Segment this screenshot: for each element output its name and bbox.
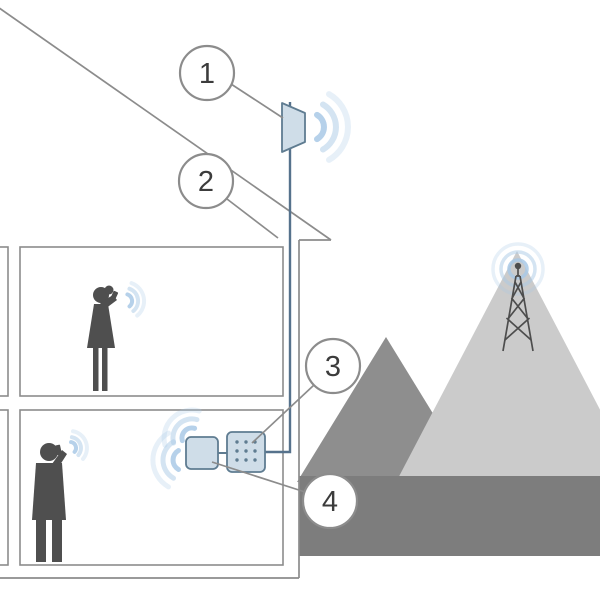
mountain-light xyxy=(394,251,600,486)
woman-leg xyxy=(102,347,108,391)
cell-tower xyxy=(491,242,545,352)
wave-arc xyxy=(314,111,327,143)
callout-1-number: 1 xyxy=(199,58,215,90)
tower-signal-wave xyxy=(507,258,529,280)
wave-arc xyxy=(170,448,181,472)
callout-2-leader xyxy=(226,198,279,239)
woman-phone xyxy=(110,290,119,301)
coax-cable xyxy=(265,102,292,454)
indoor-antenna-signal-left xyxy=(150,430,181,490)
callout-4-circle xyxy=(301,472,359,530)
booster-led-grid xyxy=(235,440,257,462)
man-phone-signal xyxy=(69,429,89,461)
house xyxy=(0,7,332,579)
booster-led xyxy=(244,440,248,444)
woman-dress xyxy=(87,304,115,348)
partial-room-upper xyxy=(0,246,9,397)
upper-room xyxy=(19,246,284,397)
callout-1-circle xyxy=(178,44,236,102)
woman-with-phone xyxy=(87,281,147,391)
booster-led xyxy=(244,449,248,453)
booster-led xyxy=(244,458,248,462)
callout-2-number: 2 xyxy=(198,166,214,198)
man-with-phone xyxy=(32,429,89,562)
wave-arc xyxy=(69,435,83,458)
wave-arc xyxy=(69,440,78,454)
booster-led xyxy=(235,440,239,444)
roof-line xyxy=(0,7,332,241)
partial-room-lower xyxy=(0,409,9,566)
wave-arc xyxy=(125,292,135,309)
woman-hair-bun xyxy=(104,285,114,295)
callout-4-number: 4 xyxy=(322,486,338,518)
wave-arc xyxy=(127,286,141,313)
man-head xyxy=(40,443,58,461)
callouts: 1 2 3 4 xyxy=(177,44,362,530)
wave-arc xyxy=(320,101,339,153)
tower-braces xyxy=(504,281,532,341)
tower-antenna-tip xyxy=(514,262,522,270)
callout-3-leader xyxy=(251,384,315,444)
booster-led xyxy=(253,458,257,462)
wave-arc xyxy=(129,281,147,318)
wave-arc xyxy=(70,429,89,461)
booster-led xyxy=(235,449,239,453)
man-leg xyxy=(52,520,62,562)
callout-1-leader xyxy=(230,83,284,119)
callout-3-circle xyxy=(304,337,362,395)
man-leg xyxy=(36,520,46,562)
woman-phone-signal xyxy=(125,281,147,318)
callout-2-circle xyxy=(177,152,235,210)
indoor-antenna xyxy=(185,436,219,470)
wave-arc xyxy=(150,430,171,490)
booster-system xyxy=(150,91,351,490)
callout-4-leader xyxy=(211,461,306,493)
wave-arc xyxy=(160,439,176,481)
tower-signal-wave xyxy=(491,242,545,296)
tower-legs xyxy=(502,268,534,352)
outdoor-antenna-signal xyxy=(314,91,351,163)
man-phone xyxy=(55,444,62,456)
booster-led xyxy=(235,458,239,462)
woman-leg xyxy=(93,347,99,391)
callout-3-number: 3 xyxy=(325,351,341,383)
man-torso xyxy=(32,463,66,520)
outdoor-antenna xyxy=(281,102,306,153)
wave-arc xyxy=(326,91,351,163)
booster-led xyxy=(253,449,257,453)
